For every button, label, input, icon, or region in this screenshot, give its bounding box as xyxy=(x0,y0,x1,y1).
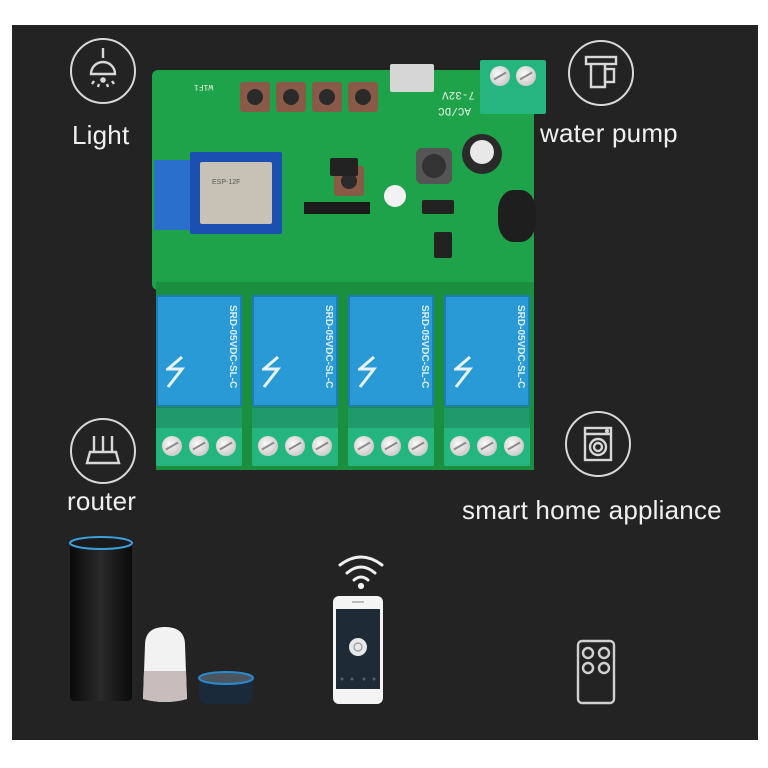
screw xyxy=(408,436,428,456)
smartphone-icon xyxy=(332,595,384,705)
crystal xyxy=(422,200,454,214)
channel-button-3 xyxy=(312,82,342,112)
terminal-block-3 xyxy=(348,408,434,466)
terminal-block-4 xyxy=(444,408,530,466)
module-label: ESP-12F xyxy=(212,179,241,186)
terminal-block-1 xyxy=(156,408,242,466)
product-panel: Light water pump router smart home appli… xyxy=(12,25,758,740)
appliance-label: smart home appliance xyxy=(462,495,722,525)
relay-board: 7-32V AC/DC WiFi ESP-12F SRD-05VDC-SL-C … xyxy=(152,60,546,470)
power-type-text: AC/DC xyxy=(438,104,472,116)
screw xyxy=(354,436,374,456)
screw xyxy=(504,436,524,456)
water-pump-icon xyxy=(568,40,634,106)
power-rating-text: 7-32V xyxy=(442,88,476,100)
wifi-icon xyxy=(334,553,388,590)
water-pump-label: water pump xyxy=(540,118,678,148)
channel-button-1 xyxy=(240,82,270,112)
home-speaker-icon xyxy=(139,625,191,705)
screw xyxy=(516,66,536,86)
relay-3: SRD-05VDC-SL-C xyxy=(348,295,434,407)
screw xyxy=(162,436,182,456)
capacitor-top xyxy=(470,140,494,164)
screw xyxy=(490,66,510,86)
regulator xyxy=(330,158,358,176)
esp-module: ESP-12F xyxy=(154,152,282,234)
router-label: router xyxy=(67,486,137,516)
relay-model-text: SRD-05VDC-SL-C xyxy=(323,305,334,389)
screw xyxy=(258,436,278,456)
module-shield: ESP-12F xyxy=(200,162,272,224)
relay-model-text: SRD-05VDC-SL-C xyxy=(515,305,526,389)
screw xyxy=(189,436,209,456)
relay-model-text: SRD-05VDC-SL-C xyxy=(419,305,430,389)
relay-4: SRD-05VDC-SL-C xyxy=(444,295,530,407)
rf-coil xyxy=(498,190,536,242)
washing-machine-icon xyxy=(565,411,631,477)
router-icon xyxy=(70,418,136,484)
screw xyxy=(285,436,305,456)
screw xyxy=(381,436,401,456)
pin-header xyxy=(304,202,370,214)
terminal-block-2 xyxy=(252,408,338,466)
inductor xyxy=(416,148,452,184)
dot-speaker-icon xyxy=(197,670,255,706)
power-terminal xyxy=(480,60,546,114)
small-capacitor xyxy=(384,185,406,207)
ic-chip xyxy=(434,232,452,258)
screw xyxy=(477,436,497,456)
usb-port xyxy=(390,64,434,92)
relay-1: SRD-05VDC-SL-C xyxy=(156,295,242,407)
relay-2: SRD-05VDC-SL-C xyxy=(252,295,338,407)
remote-control-icon xyxy=(576,639,616,705)
relay-model-text: SRD-05VDC-SL-C xyxy=(227,305,238,389)
channel-button-4 xyxy=(348,82,378,112)
antenna xyxy=(154,160,194,230)
light-label: Light xyxy=(72,120,130,150)
screw xyxy=(216,436,236,456)
screw xyxy=(450,436,470,456)
channel-button-2 xyxy=(276,82,306,112)
wifi-text: WiFi xyxy=(194,82,214,91)
tall-speaker-icon xyxy=(68,535,134,703)
light-icon xyxy=(70,38,136,104)
screw xyxy=(312,436,332,456)
